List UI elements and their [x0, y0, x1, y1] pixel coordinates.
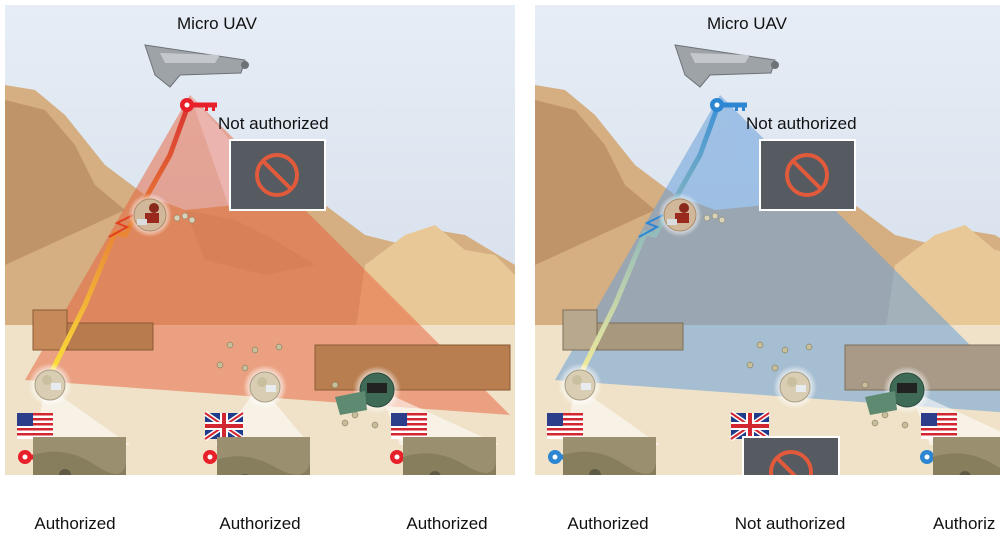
panel-blue-key-scenario: Micro UAV Not authorized Authorized Not …: [535, 0, 1000, 553]
authorization-status-3: Authoriz: [933, 514, 996, 533]
us-flag-icon-2: [921, 413, 957, 439]
soldiers-squad-icon: [216, 341, 379, 429]
hacker-adversary-icon: [128, 193, 172, 237]
aerial-image-feed-3: [403, 437, 496, 475]
uav-datalink-beam: [577, 99, 723, 377]
us-flag-icon-1: [547, 413, 583, 439]
aerial-image-feed-1: [33, 437, 126, 475]
vehicle-operator-icon: [335, 366, 401, 415]
hacker-adversary-icon: [658, 193, 702, 237]
building-row: [314, 344, 511, 391]
uav-drone-icon: [674, 44, 779, 88]
us-flag-icon-1: [17, 413, 53, 439]
aerial-image-feed-3: [933, 437, 1000, 475]
mountain-left-slope: [535, 100, 655, 265]
building-2: [596, 322, 684, 351]
us-flag-icon-2: [391, 413, 427, 439]
uk-flag-icon: [729, 410, 771, 442]
uav-label: Micro UAV: [177, 14, 257, 33]
mountain-left-slope: [5, 100, 125, 265]
soldiers-squad-icon: [746, 341, 909, 429]
uav-datalink-beam: [47, 99, 193, 377]
uav-label: Micro UAV: [707, 14, 787, 33]
battlefield-scene: [5, 5, 515, 475]
building-1: [562, 309, 598, 351]
denied-feed-sign: [742, 436, 840, 475]
aerial-image-feed-1: [563, 437, 656, 475]
authorization-status-1: Authorized: [567, 514, 649, 533]
battlefield-scene: [535, 5, 1000, 475]
vehicle-operator-icon: [865, 366, 931, 415]
ground-operator-2-icon: [243, 365, 287, 409]
authorization-status-3: Authorized: [406, 514, 488, 533]
aerial-image-feed-2: [217, 437, 310, 475]
lightning-icon: [638, 214, 664, 238]
building-row: [844, 344, 1000, 391]
not-authorized-sign: [229, 139, 326, 211]
uav-drone-icon: [144, 44, 249, 88]
not-authorized-sign: [759, 139, 856, 211]
lightning-icon: [108, 214, 134, 238]
building-1: [32, 309, 68, 351]
red-key-icon-uav: [180, 98, 217, 112]
authorization-status-2: Authorized: [219, 514, 301, 533]
not-authorized-label: Not authorized: [746, 114, 857, 133]
building-2: [66, 322, 154, 351]
enemy-soldiers-icon: [173, 212, 196, 224]
uk-flag-icon: [203, 410, 245, 442]
ground-operator-1-icon: [28, 363, 72, 407]
authorization-status-2: Not authorized: [734, 514, 846, 533]
ground-operator-2-icon: [773, 365, 817, 409]
blue-key-icon-uav: [710, 98, 747, 112]
not-authorized-label: Not authorized: [218, 114, 329, 133]
panel-red-key-scenario: Micro UAV Not authorized Authorized Auth…: [5, 0, 515, 553]
authorization-status-1: Authorized: [34, 514, 116, 533]
enemy-soldiers-icon: [703, 212, 726, 224]
ground-operator-1-icon: [558, 363, 602, 407]
